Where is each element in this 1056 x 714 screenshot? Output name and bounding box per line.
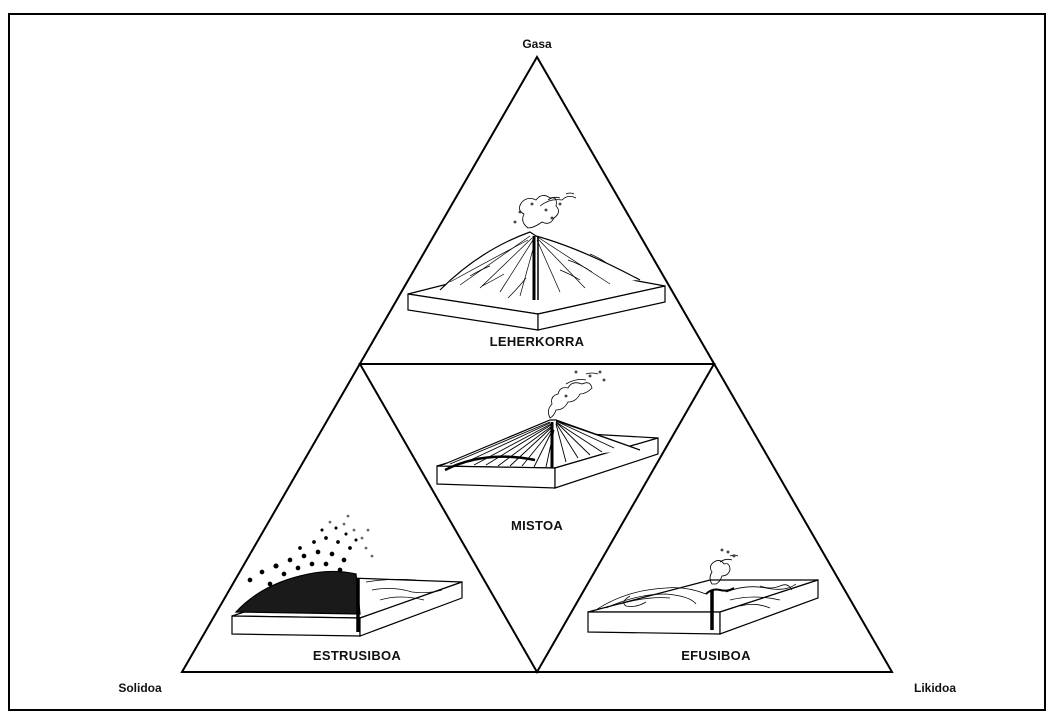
volcano-mixed-illustration	[437, 371, 658, 488]
region-label-leherkorra: LEHERKORRA	[490, 334, 585, 349]
vertex-label-top: Gasa	[522, 37, 552, 51]
vertex-label-right: Likidoa	[914, 681, 956, 695]
region-label-efusiboa: EFUSIBOA	[681, 648, 751, 663]
volcano-extrusive-illustration	[232, 515, 462, 636]
region-label-estrusiboa: ESTRUSIBOA	[313, 648, 402, 663]
volcano-effusive-illustration	[588, 549, 818, 634]
region-label-mistoa: MISTOA	[511, 518, 563, 533]
vertex-label-left: Solidoa	[118, 681, 162, 695]
